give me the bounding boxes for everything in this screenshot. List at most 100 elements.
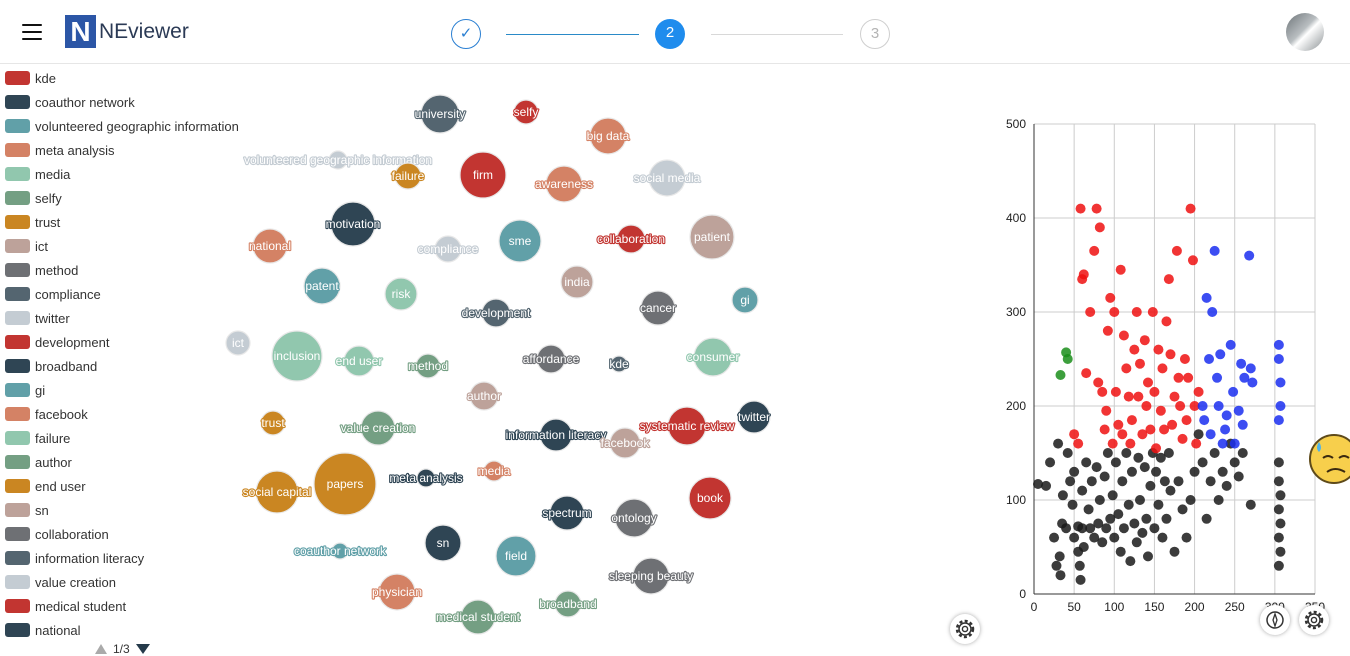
scatter-point[interactable]	[1089, 532, 1100, 543]
bubble-node[interactable]: physician	[371, 573, 423, 611]
bubble-circle[interactable]	[469, 381, 499, 411]
scatter-point[interactable]	[1244, 250, 1255, 261]
scatter-point[interactable]	[1229, 457, 1240, 468]
bubble-circle[interactable]	[648, 159, 686, 197]
scatter-point[interactable]	[1247, 377, 1258, 388]
bubble-circle[interactable]	[328, 150, 348, 170]
scatter-point[interactable]	[1129, 344, 1140, 355]
bubble-node[interactable]: information literacy	[505, 418, 607, 452]
scatter-point[interactable]	[1073, 438, 1084, 449]
scatter-point[interactable]	[1081, 368, 1092, 379]
scatter-point[interactable]	[1053, 438, 1064, 449]
bubble-circle[interactable]	[667, 406, 707, 446]
bubble-circle[interactable]	[378, 573, 416, 611]
bubble-circle[interactable]	[415, 353, 441, 379]
scatter-point[interactable]	[1217, 438, 1228, 449]
bubble-node[interactable]: trust	[260, 410, 286, 436]
scatter-point[interactable]	[1149, 386, 1160, 397]
legend-item[interactable]: trust	[5, 210, 255, 234]
scatter-point[interactable]	[1118, 330, 1129, 341]
bubble-circle[interactable]	[610, 355, 628, 373]
scatter-point[interactable]	[1275, 490, 1286, 501]
scatter-point[interactable]	[1165, 485, 1176, 496]
scatter-point[interactable]	[1215, 349, 1226, 360]
bubble-circle[interactable]	[416, 468, 436, 488]
scatter-point[interactable]	[1183, 372, 1194, 383]
avatar[interactable]	[1286, 13, 1324, 51]
bubble-node[interactable]: gi	[731, 286, 759, 314]
scatter-point[interactable]	[1197, 457, 1208, 468]
bubble-node[interactable]: consumer	[686, 337, 740, 377]
bubble-node[interactable]: selfy	[513, 99, 539, 125]
bubble-circle[interactable]	[693, 337, 733, 377]
scatter-point[interactable]	[1133, 452, 1144, 463]
scatter-point[interactable]	[1113, 509, 1124, 520]
bubble-node[interactable]: sn	[424, 524, 462, 562]
scatter-settings-gear-icon[interactable]	[1299, 605, 1329, 635]
bubble-node[interactable]: medical student	[435, 599, 522, 635]
legend-item[interactable]: author	[5, 450, 255, 474]
legend-item[interactable]: kde	[5, 66, 255, 90]
scatter-point[interactable]	[1175, 401, 1186, 411]
bubble-node[interactable]: social capital	[242, 470, 312, 514]
scatter-point[interactable]	[1134, 358, 1145, 369]
scatter-point[interactable]	[1139, 462, 1150, 473]
scatter-point[interactable]	[1171, 245, 1182, 256]
scatter-point[interactable]	[1189, 401, 1200, 411]
scatter-point[interactable]	[1145, 424, 1156, 435]
scatter-point[interactable]	[1099, 471, 1110, 482]
bubble-node[interactable]: spectrum	[541, 495, 593, 531]
scatter-point[interactable]	[1101, 405, 1112, 416]
scatter-point[interactable]	[1213, 495, 1224, 505]
bubble-circle[interactable]	[632, 557, 670, 595]
scatter-point[interactable]	[1102, 448, 1113, 458]
step-3[interactable]: 3	[860, 19, 890, 49]
scatter-point[interactable]	[1199, 415, 1210, 426]
scatter-point[interactable]	[1054, 551, 1065, 562]
scatter-point[interactable]	[1233, 405, 1244, 416]
bubble-node[interactable]: meta analysis	[388, 468, 464, 488]
bubble-node[interactable]: value creation	[340, 410, 416, 446]
scatter-point[interactable]	[1273, 560, 1284, 571]
bubble-node[interactable]: motivation	[325, 201, 381, 247]
bubble-circle[interactable]	[225, 330, 251, 356]
scatter-point[interactable]	[1173, 476, 1184, 487]
bubble-circle[interactable]	[420, 94, 460, 134]
scatter-point[interactable]	[1078, 542, 1089, 552]
bubble-circle[interactable]	[459, 151, 507, 199]
scatter-point[interactable]	[1085, 523, 1096, 534]
scatter-point[interactable]	[1181, 415, 1192, 426]
legend-item[interactable]: facebook	[5, 402, 255, 426]
legend-item[interactable]: collaboration	[5, 522, 255, 546]
scatter-point[interactable]	[1193, 429, 1204, 440]
bubble-node[interactable]: end user	[335, 345, 383, 377]
scatter-point[interactable]	[1151, 443, 1162, 454]
scatter-point[interactable]	[1125, 438, 1136, 449]
scatter-point[interactable]	[1177, 504, 1188, 515]
scatter-point[interactable]	[1033, 479, 1044, 490]
page-down-icon[interactable]	[135, 644, 150, 654]
scatter-point[interactable]	[1121, 448, 1132, 458]
bubble-node[interactable]: author	[466, 381, 502, 411]
scatter-point[interactable]	[1275, 546, 1286, 557]
scatter-point[interactable]	[1141, 513, 1152, 524]
scatter-point[interactable]	[1275, 401, 1286, 411]
bubble-circle[interactable]	[545, 165, 583, 203]
bubble-node[interactable]: media	[477, 460, 512, 482]
scatter-point[interactable]	[1093, 377, 1104, 388]
scatter-point[interactable]	[1137, 429, 1148, 440]
bubble-circle[interactable]	[255, 470, 299, 514]
scatter-point[interactable]	[1077, 485, 1088, 496]
bubble-node[interactable]: method	[407, 353, 449, 379]
scatter-point[interactable]	[1085, 307, 1096, 317]
bubble-circle[interactable]	[614, 498, 654, 538]
scatter-point[interactable]	[1110, 457, 1121, 468]
scatter-point[interactable]	[1273, 504, 1284, 515]
scatter-point[interactable]	[1147, 307, 1158, 317]
scatter-point[interactable]	[1077, 523, 1088, 534]
scatter-point[interactable]	[1083, 504, 1094, 515]
scatter-point[interactable]	[1229, 438, 1240, 449]
legend-item[interactable]: coauthor network	[5, 90, 255, 114]
bubble-circle[interactable]	[513, 99, 539, 125]
scatter-point[interactable]	[1193, 386, 1204, 397]
